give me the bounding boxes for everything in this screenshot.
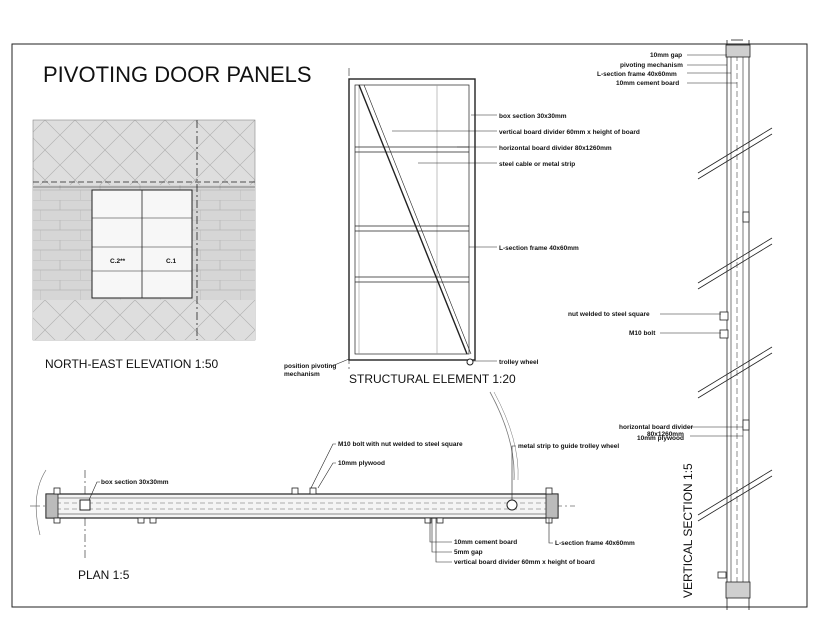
window-label-c1: C.1: [166, 258, 177, 265]
structural-caption: STRUCTURAL ELEMENT 1:20: [349, 372, 516, 386]
vs-callout-divider-size: 80x1260mm: [647, 431, 684, 438]
struct-callout-horizontal-divider: horizontal board divider 80x1260mm: [499, 145, 612, 152]
vertical-section-caption: VERTICAL SECTION 1:5: [681, 463, 695, 598]
elevation-window: C.2** C.1: [91, 189, 193, 299]
struct-callout-steel-cable: steel cable or metal strip: [499, 161, 575, 168]
structural-element: box section 30x30mm vertical board divid…: [284, 68, 640, 386]
trolley-wheel-icon: [466, 358, 474, 366]
window-label-c2: C.2**: [110, 258, 126, 265]
plan-callout-gap: 5mm gap: [454, 549, 483, 556]
plan-callout-m10-bolt: M10 bolt with nut welded to steel square: [338, 441, 463, 448]
vs-callout-l-section: L-section frame 40x60mm: [597, 71, 677, 78]
guide-arc: [489, 391, 515, 481]
plan-callout-plywood: 10mm plywood: [338, 460, 385, 467]
drawing-title: PIVOTING DOOR PANELS: [43, 62, 312, 87]
struct-callout-l-section: L-section frame 40x60mm: [499, 245, 579, 252]
plan-caption: PLAN 1:5: [78, 568, 130, 582]
plan-callout-l-section: L-section frame 40x60mm: [555, 540, 635, 547]
vs-callout-plywood: 10mm plywood: [637, 435, 684, 442]
elevation-caption: NORTH-EAST ELEVATION 1:50: [45, 357, 218, 371]
plan-callout-cement-board: 10mm cement board: [454, 539, 517, 546]
sheet-border: [11, 43, 808, 608]
struct-callout-box-section: box section 30x30mm: [499, 113, 567, 120]
vs-callout-cement-board: 10mm cement board: [616, 80, 679, 87]
vs-callout-pivoting: pivoting mechanism: [620, 62, 683, 69]
vs-callout-horizontal-divider: horizontal board divider: [619, 424, 694, 431]
plan-callout-vertical-divider: vertical board divider 60mm x height of …: [454, 559, 595, 566]
struct-callout-vertical-divider: vertical board divider 60mm x height of …: [499, 129, 640, 136]
north-east-elevation: C.2** C.1 NORTH-EAST ELEVATION 1:50: [32, 119, 256, 371]
plan-callout-metal-strip: metal strip to guide trolley wheel: [518, 443, 619, 450]
vs-callout-nut: nut welded to steel square: [568, 311, 650, 318]
pivot-label-line1: position pivoting: [284, 363, 336, 370]
vertical-section: 10mm gap pivoting mechanism L-section fr…: [568, 39, 773, 610]
plan-box-section: [79, 499, 91, 511]
plan-callout-box-section: box section 30x30mm: [101, 479, 169, 486]
vs-callout-m10-bolt: M10 bolt: [629, 330, 656, 337]
struct-callout-trolley-wheel: trolley wheel: [499, 359, 539, 366]
pivot-label-line2: mechanism: [284, 371, 320, 378]
vs-callout-gap: 10mm gap: [650, 52, 682, 59]
plan-section: box section 30x30mm M10 bolt with nut we…: [30, 441, 635, 582]
plan-trolley-icon: [506, 499, 518, 511]
